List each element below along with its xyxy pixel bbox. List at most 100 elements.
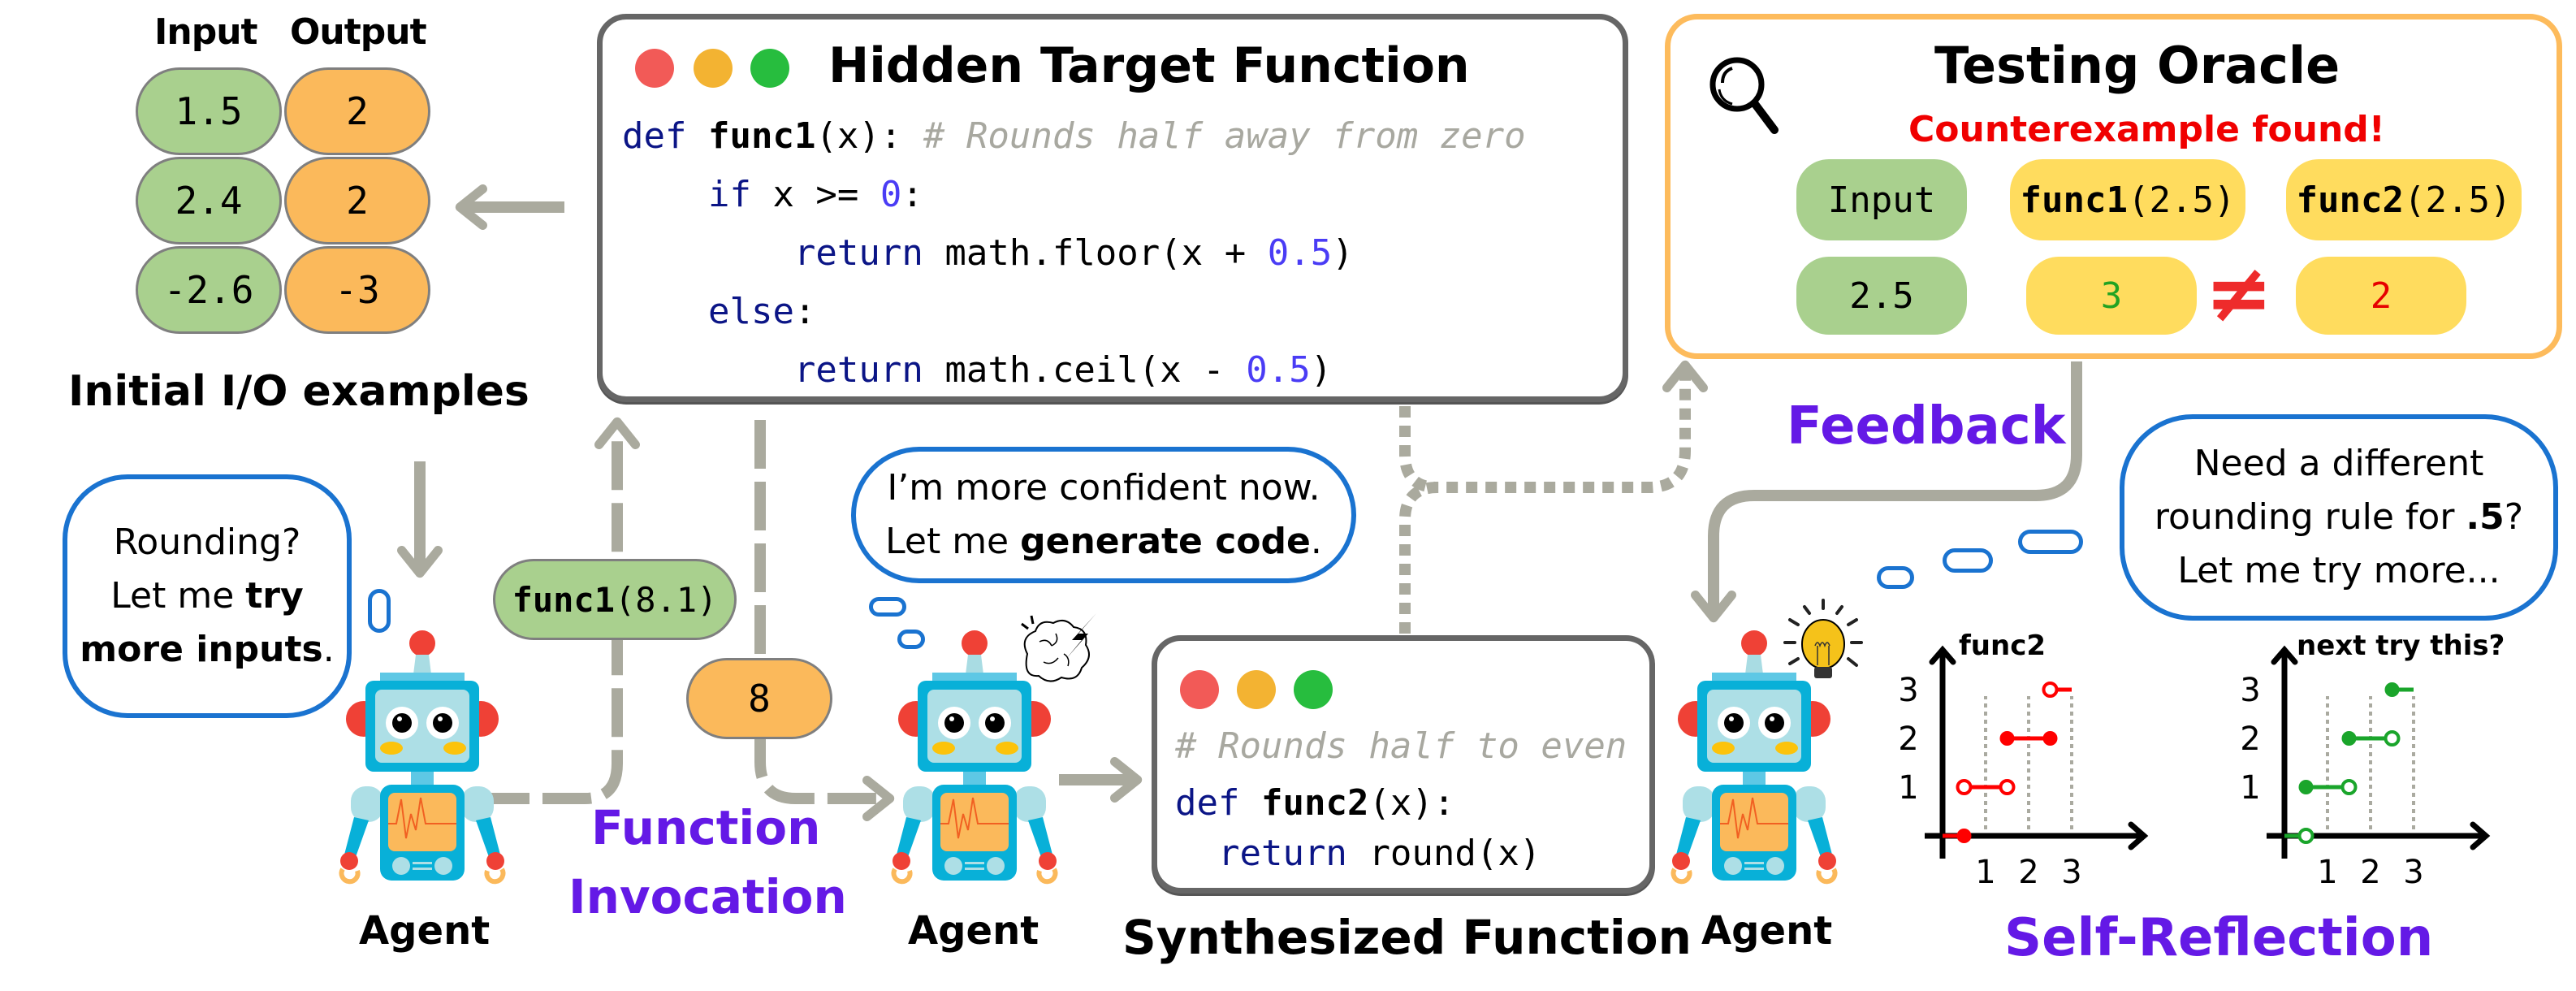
hidden-function-window: Hidden Target Function def func1(x): # R… (597, 14, 1628, 402)
code-line: def func2(x): (1175, 782, 1454, 824)
agent1-robot-icon (339, 630, 506, 885)
y-tick-label: 1 (2240, 769, 2260, 807)
code-line: return math.floor(x + 0.5) (622, 232, 1354, 274)
code-number: 0.5 (1267, 232, 1333, 274)
magnifier-icon (1709, 57, 1779, 134)
oracle-title: Testing Oracle (1934, 36, 2340, 95)
arrow-agent1-to-hidden (481, 417, 640, 804)
code-text: round(x) (1368, 833, 1541, 874)
io-output-header: Output (290, 11, 427, 53)
code-function-name: func2 (1260, 782, 1369, 824)
bubble-text: . (322, 629, 335, 670)
thought-dot (1943, 548, 1993, 573)
code-text: ) (1310, 349, 1333, 391)
window-maximize-dot (1294, 670, 1333, 709)
closed-endpoint (2298, 780, 2314, 794)
agent1-label: Agent (359, 908, 491, 954)
y-axis-arrowhead (1929, 645, 1956, 665)
code-text: (x): (815, 115, 902, 157)
x-tick-label: 2 (2018, 854, 2038, 891)
y-tick-label: 3 (1898, 672, 1918, 709)
oracle-input-header: Input (1796, 159, 1967, 240)
bubble-text: Let me (110, 575, 246, 617)
code-line: def func1(x): # Rounds half away from ze… (622, 115, 1526, 157)
bubble-line: more inputs. (80, 623, 334, 677)
open-endpoint (1999, 779, 2016, 795)
code-function-name: func1 (707, 115, 816, 157)
window-close-dot (635, 49, 674, 88)
code-keyword: return (793, 349, 923, 391)
y-tick-label: 1 (1898, 769, 1918, 807)
code-keyword: def (1175, 782, 1240, 824)
bubble-line: Let me try (110, 569, 303, 623)
code-keyword: return (1217, 833, 1347, 874)
bubble-text: ? (2504, 496, 2524, 538)
window-minimize-dot (694, 49, 733, 88)
y-tick-label: 2 (1898, 721, 1918, 758)
oracle-func1-value: 3 (2026, 257, 2197, 335)
chart-title: next try this? (2297, 630, 2505, 662)
code-comment: # Rounds half to even (1175, 725, 1627, 767)
synthesized-function-caption: Synthesized Function (1122, 910, 1692, 965)
open-endpoint (2384, 730, 2401, 746)
bubble-emphasis: generate code (1020, 521, 1311, 562)
chart-title: func2 (1959, 630, 2046, 662)
window-minimize-dot (1237, 670, 1276, 709)
window-close-dot (1180, 670, 1219, 709)
thought-dot (897, 630, 925, 649)
io-input-cell: -2.6 (136, 246, 282, 334)
open-endpoint (2340, 779, 2358, 795)
oracle-func2-value: 2 (2296, 257, 2466, 335)
io-output-cell: -3 (284, 246, 430, 334)
code-text: x >= (772, 174, 880, 215)
code-comment: # Rounds half away from zero (923, 115, 1526, 157)
bubble-emphasis: .5 (2466, 496, 2505, 538)
agent2-speech-bubble: I’m more confident now. Let me generate … (851, 447, 1356, 583)
thought-dot (2018, 530, 2083, 554)
io-input-cell: 2.4 (136, 157, 282, 245)
agent1-speech-bubble: Rounding? Let me try more inputs. (63, 474, 352, 718)
bubble-line: rounding rule for .5? (2155, 491, 2523, 544)
code-text: math.floor(x + (944, 232, 1268, 274)
y-tick-label: 3 (2240, 672, 2260, 709)
oracle-func2-header: func2(2.5) (2286, 159, 2522, 240)
bubble-text: Let me (885, 521, 1021, 562)
x-tick-label: 3 (2061, 854, 2081, 891)
y-tick-label: 2 (2240, 721, 2260, 758)
code-number: 0.5 (1246, 349, 1311, 391)
code-text: (x): (1368, 782, 1455, 824)
bubble-line: Rounding? (113, 521, 301, 563)
x-axis-arrowhead (2128, 821, 2149, 850)
thought-dot (869, 597, 906, 617)
x-tick-label: 2 (2360, 854, 2380, 891)
closed-endpoint (1956, 829, 1972, 843)
thought-dot (368, 589, 391, 633)
invocation-arg: (8.1) (615, 579, 718, 620)
code-keyword: else (707, 291, 794, 332)
x-axis-arrowhead (2470, 821, 2491, 850)
brain-lightning-icon (1021, 613, 1096, 682)
bubble-text: rounding rule for (2154, 496, 2466, 538)
open-endpoint (2297, 828, 2315, 844)
code-line: else: (622, 291, 815, 332)
oracle-func1-header: func1(2.5) (2010, 159, 2245, 240)
agent3-speech-bubble: Need a different rounding rule for .5? L… (2120, 414, 2558, 621)
oracle-input-value: 2.5 (1796, 257, 1967, 335)
open-endpoint (2042, 682, 2059, 698)
dotted-synth-to-oracle (1399, 360, 1708, 634)
open-endpoint (1956, 779, 1973, 795)
bubble-line: Let me try more... (2177, 550, 2500, 591)
synthesized-function-window: # Rounds half to even def func2(x): retu… (1152, 635, 1655, 894)
io-input-cell: 1.5 (136, 67, 282, 155)
function-invocation-label-line1: Function (591, 800, 821, 855)
self-reflection-label: Self-Reflection (2004, 908, 2434, 968)
bubble-line: Let me generate code. (885, 515, 1322, 569)
x-tick-label: 1 (2317, 854, 2337, 891)
io-output-cell: 2 (284, 67, 430, 155)
testing-oracle-panel: Testing Oracle Counterexample found! Inp… (1665, 14, 2562, 359)
lightbulb-icon (1783, 599, 1863, 678)
function-invocation-label-line2: Invocation (568, 869, 847, 924)
bubble-line: Need a different (2193, 443, 2484, 484)
func1-arg: (2.5) (2128, 179, 2236, 221)
